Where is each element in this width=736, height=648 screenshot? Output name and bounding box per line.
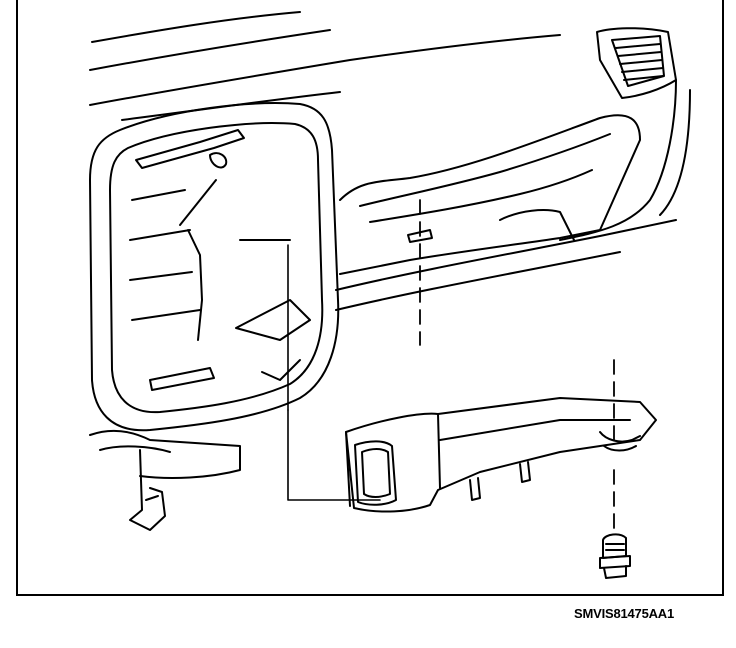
instrument-panel-lower	[335, 114, 677, 311]
illustration-frame	[16, 0, 724, 596]
clip-fastener	[599, 533, 631, 579]
glove-box-opening	[89, 102, 340, 432]
dash-duct-illustration	[89, 11, 691, 579]
dashboard-right-edge	[559, 79, 691, 241]
figure-code-label: SMVIS81475AA1	[574, 606, 675, 621]
air-vent	[596, 27, 677, 99]
dashboard-lower-left	[89, 429, 241, 531]
lower-air-duct	[345, 397, 657, 513]
dashboard-top-lines	[89, 11, 561, 121]
